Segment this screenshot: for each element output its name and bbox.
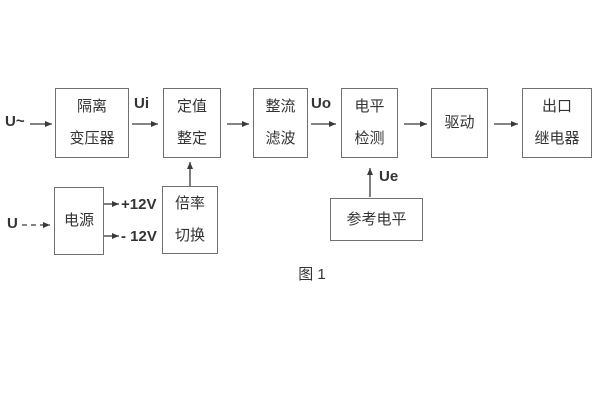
block-label: 电平 [354, 98, 385, 115]
block-label: 驱动 [444, 114, 475, 131]
block-driver: 驱动 [431, 88, 488, 158]
block-label: 切换 [174, 227, 205, 244]
label-signal-ui: Ui [134, 95, 149, 112]
block-label: 滤波 [265, 130, 296, 147]
block-label: 定值 [176, 98, 207, 115]
label-rail-positive: +12V [121, 196, 157, 213]
block-reference-level: 参考电平 [330, 198, 423, 241]
block-level-detection: 电平 检测 [341, 88, 398, 158]
block-label: 倍率 [174, 195, 205, 212]
block-label: 继电器 [534, 130, 580, 147]
block-label: 变压器 [69, 130, 115, 147]
block-label: 整流 [265, 98, 296, 115]
block-label: 电源 [63, 212, 94, 229]
block-isolation-transformer: 隔离 变压器 [55, 88, 129, 158]
block-ratio-switching: 倍率 切换 [162, 186, 218, 254]
block-rectifier-filter: 整流 滤波 [253, 88, 308, 158]
label-signal-uo: Uo [311, 95, 331, 112]
figure-caption: 图 1 [298, 266, 326, 283]
block-label: 参考电平 [346, 210, 407, 228]
block-output-relay: 出口 继电器 [522, 88, 592, 158]
block-label: 检测 [354, 130, 385, 147]
block-power-supply: 电源 [54, 187, 104, 255]
label-ac-input: U~ [5, 113, 25, 130]
block-label: 整定 [176, 130, 207, 147]
block-value-setting: 定值 整定 [163, 88, 221, 158]
label-rail-negative: - 12V [121, 228, 157, 245]
label-signal-ue: Ue [379, 168, 399, 185]
block-label: 出口 [541, 98, 572, 115]
label-dc-input: U [7, 215, 18, 232]
block-label: 隔离 [76, 98, 107, 115]
